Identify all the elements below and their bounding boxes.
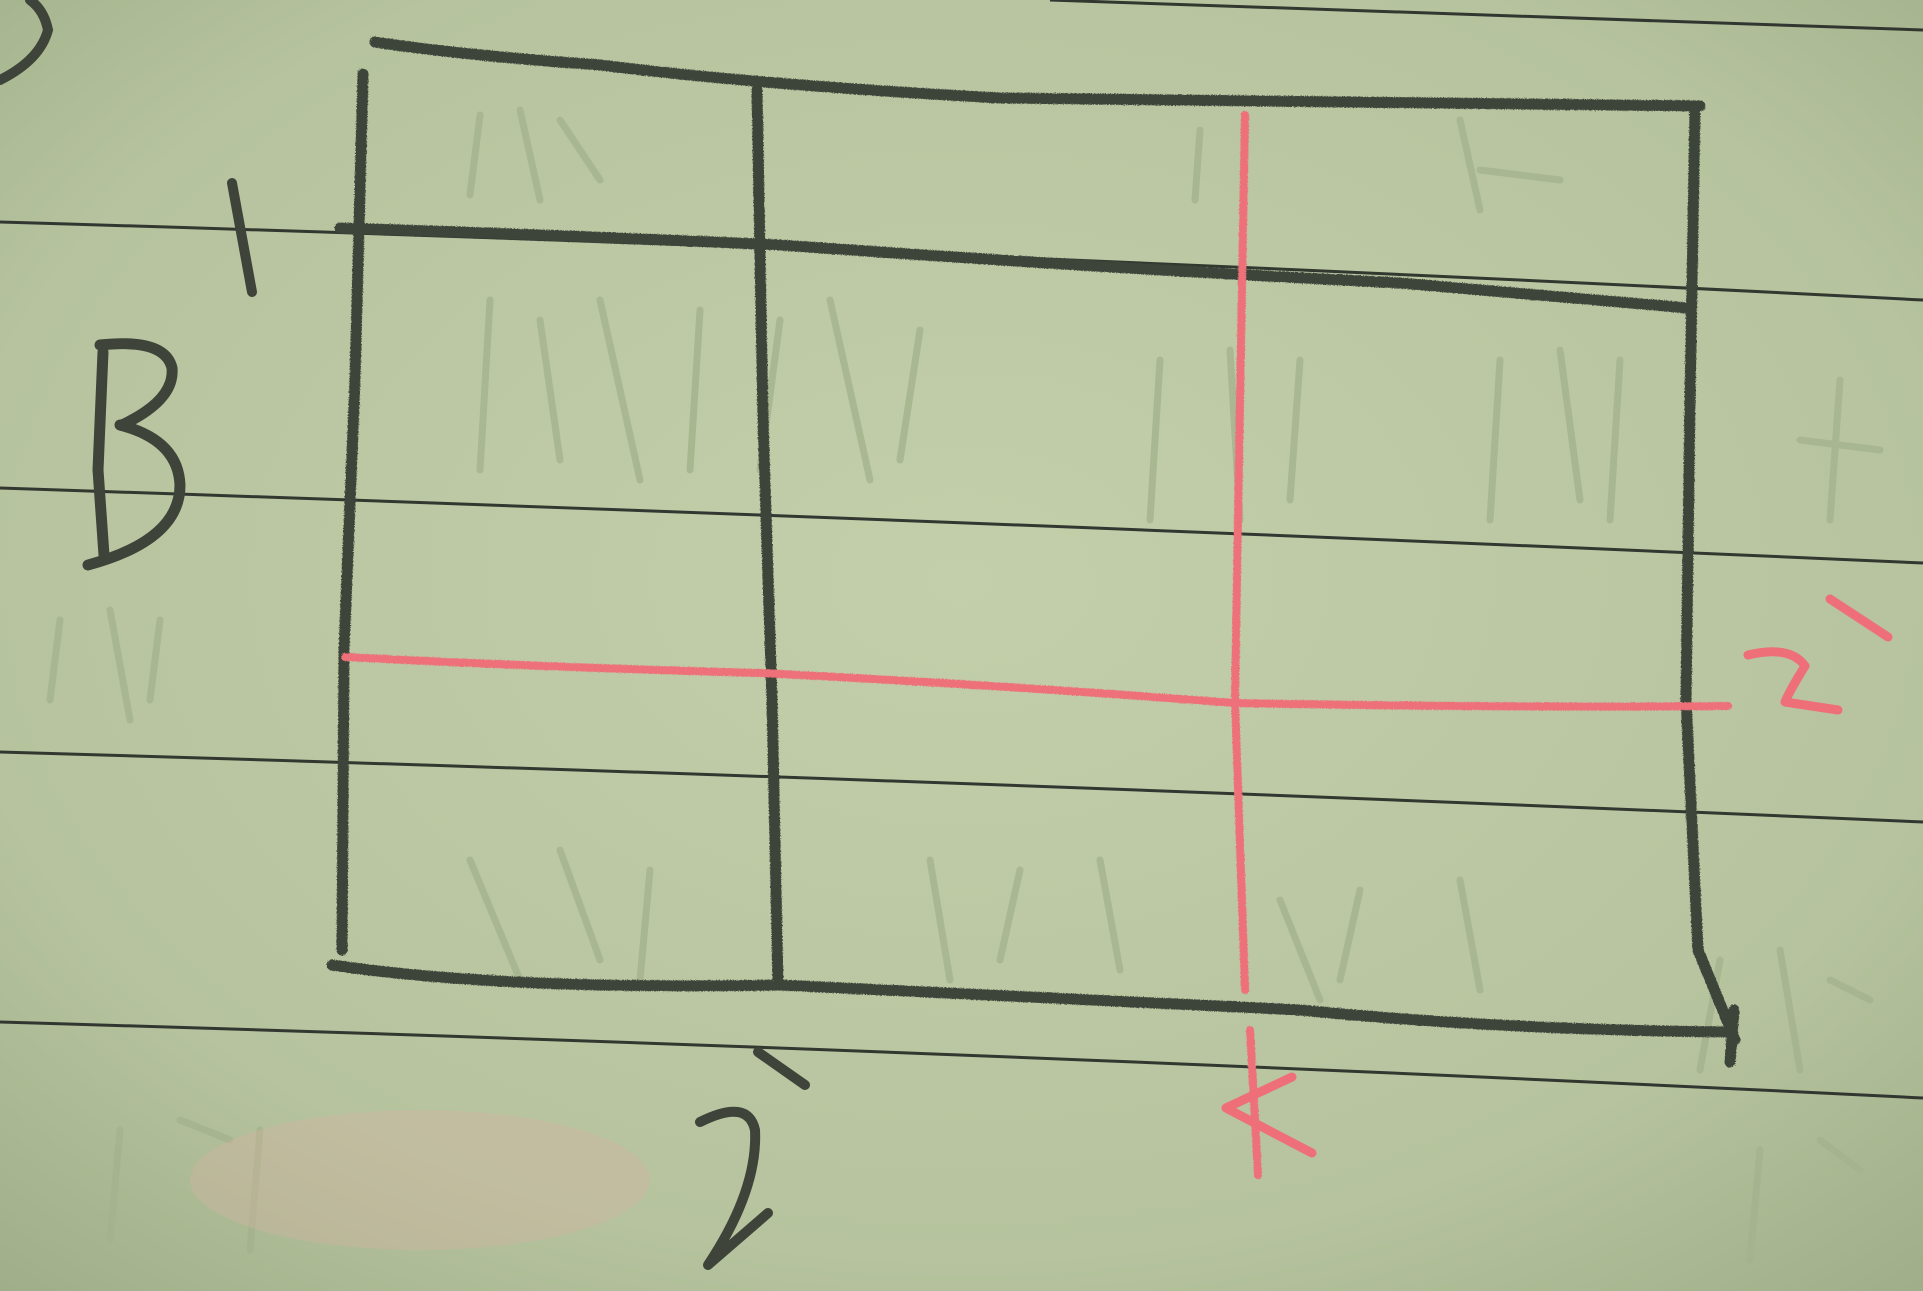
ruled-line [0,750,1923,824]
grid-top-border [369,36,1706,112]
handwritten-label-2-bottom: 2 [695,1047,810,1270]
highlight-column-tail [1246,1026,1262,1179]
ruled-line [0,486,1923,565]
pink-smudge [190,1110,650,1250]
handwritten-label-1: 1 [227,178,257,297]
bleed-through-marks [46,106,1884,1264]
highlight-column-line [1230,111,1249,994]
highlight-row-line [341,653,1732,711]
ruled-line [0,1020,1923,1100]
grid-right-tail [1724,1004,1740,1068]
grid-right-border [1680,102,1741,1046]
grid-header-divider [334,222,1694,314]
highlight-lines [341,111,1732,1179]
pencil-grid [326,36,1741,1068]
grid-bottom-border [326,959,1738,1038]
ruled-line [1049,0,1923,32]
ruled-lines [0,0,1923,1100]
handwritten-label-b: B [82,338,186,571]
handwritten-label-k: k [1221,1072,1317,1158]
grid-column-divider [751,84,784,991]
partial-arrow-mark [0,0,54,85]
handwritten-label-2-right: 2 [1743,594,1893,715]
